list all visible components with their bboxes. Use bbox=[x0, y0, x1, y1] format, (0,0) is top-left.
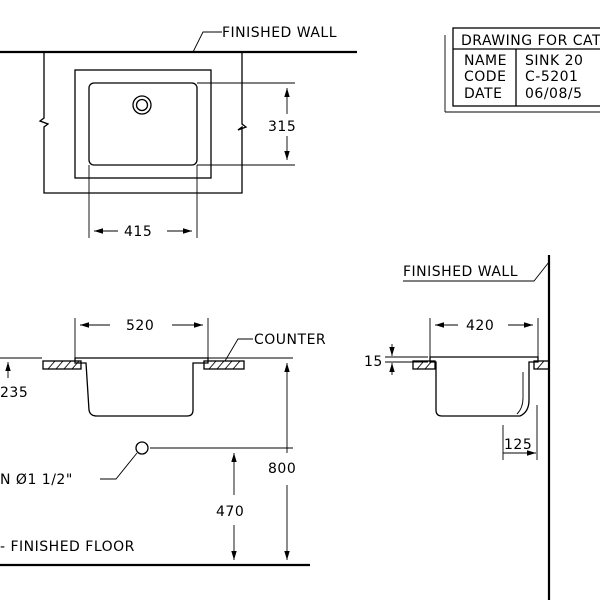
plan-tap-hole-inner bbox=[135, 98, 149, 112]
dim-315: 315 bbox=[268, 119, 296, 135]
drain-leader bbox=[100, 452, 138, 480]
drain-symbol bbox=[135, 441, 149, 455]
side-elevation: FINISHED WALL 420 15 125 bbox=[364, 255, 551, 600]
title-value-name: SINK 20 bbox=[525, 53, 583, 69]
dim-415: 415 bbox=[124, 224, 152, 240]
finished-floor-label: - FINISHED FLOOR bbox=[0, 539, 135, 555]
counter-hatch bbox=[536, 360, 545, 370]
plan-counter-outline bbox=[38, 52, 248, 194]
counter-leader bbox=[224, 338, 253, 362]
title-value-code: C-5201 bbox=[525, 69, 578, 85]
dim-15: 15 bbox=[364, 354, 383, 370]
plan-view: FINISHED WALL 315 415 bbox=[0, 25, 357, 240]
title-header: DRAWING FOR CAT bbox=[461, 33, 600, 49]
plan-sink-rim bbox=[74, 69, 212, 179]
title-block: DRAWING FOR CAT NAME SINK 20 CODE C-5201… bbox=[444, 27, 600, 113]
title-key-date: DATE bbox=[464, 86, 502, 102]
dim-125: 125 bbox=[504, 437, 532, 453]
front-elevation: 520 COUNTER 235 N Ø1 1/2" 800 470 - FINI… bbox=[0, 318, 326, 567]
side-sink-lip bbox=[516, 372, 524, 415]
plan-tap-hole bbox=[132, 95, 152, 115]
plan-finished-wall-label: FINISHED WALL bbox=[222, 25, 337, 41]
drain-label: N Ø1 1/2" bbox=[0, 472, 73, 488]
side-wall-leader bbox=[403, 261, 550, 282]
title-key-name: NAME bbox=[464, 53, 507, 69]
title-key-code: CODE bbox=[464, 69, 506, 85]
side-counter-right bbox=[533, 360, 550, 370]
counter-hatch bbox=[208, 360, 241, 370]
dim-420: 420 bbox=[466, 318, 494, 334]
plan-wall-leader bbox=[192, 31, 222, 53]
side-finished-wall-label: FINISHED WALL bbox=[403, 264, 518, 280]
title-value-date: 06/08/5 bbox=[525, 86, 582, 102]
dim-520: 520 bbox=[126, 318, 154, 334]
front-sink-body bbox=[74, 357, 209, 417]
side-sink-body bbox=[429, 356, 539, 417]
dim-800: 800 bbox=[268, 461, 296, 477]
counter-hatch bbox=[47, 360, 80, 370]
title-block-frame bbox=[452, 27, 600, 107]
counter-left bbox=[42, 360, 82, 370]
dim-235: 235 bbox=[0, 385, 28, 401]
dim-470: 470 bbox=[216, 504, 244, 520]
plan-sink-bowl bbox=[88, 82, 198, 166]
counter-label: COUNTER bbox=[254, 332, 326, 348]
